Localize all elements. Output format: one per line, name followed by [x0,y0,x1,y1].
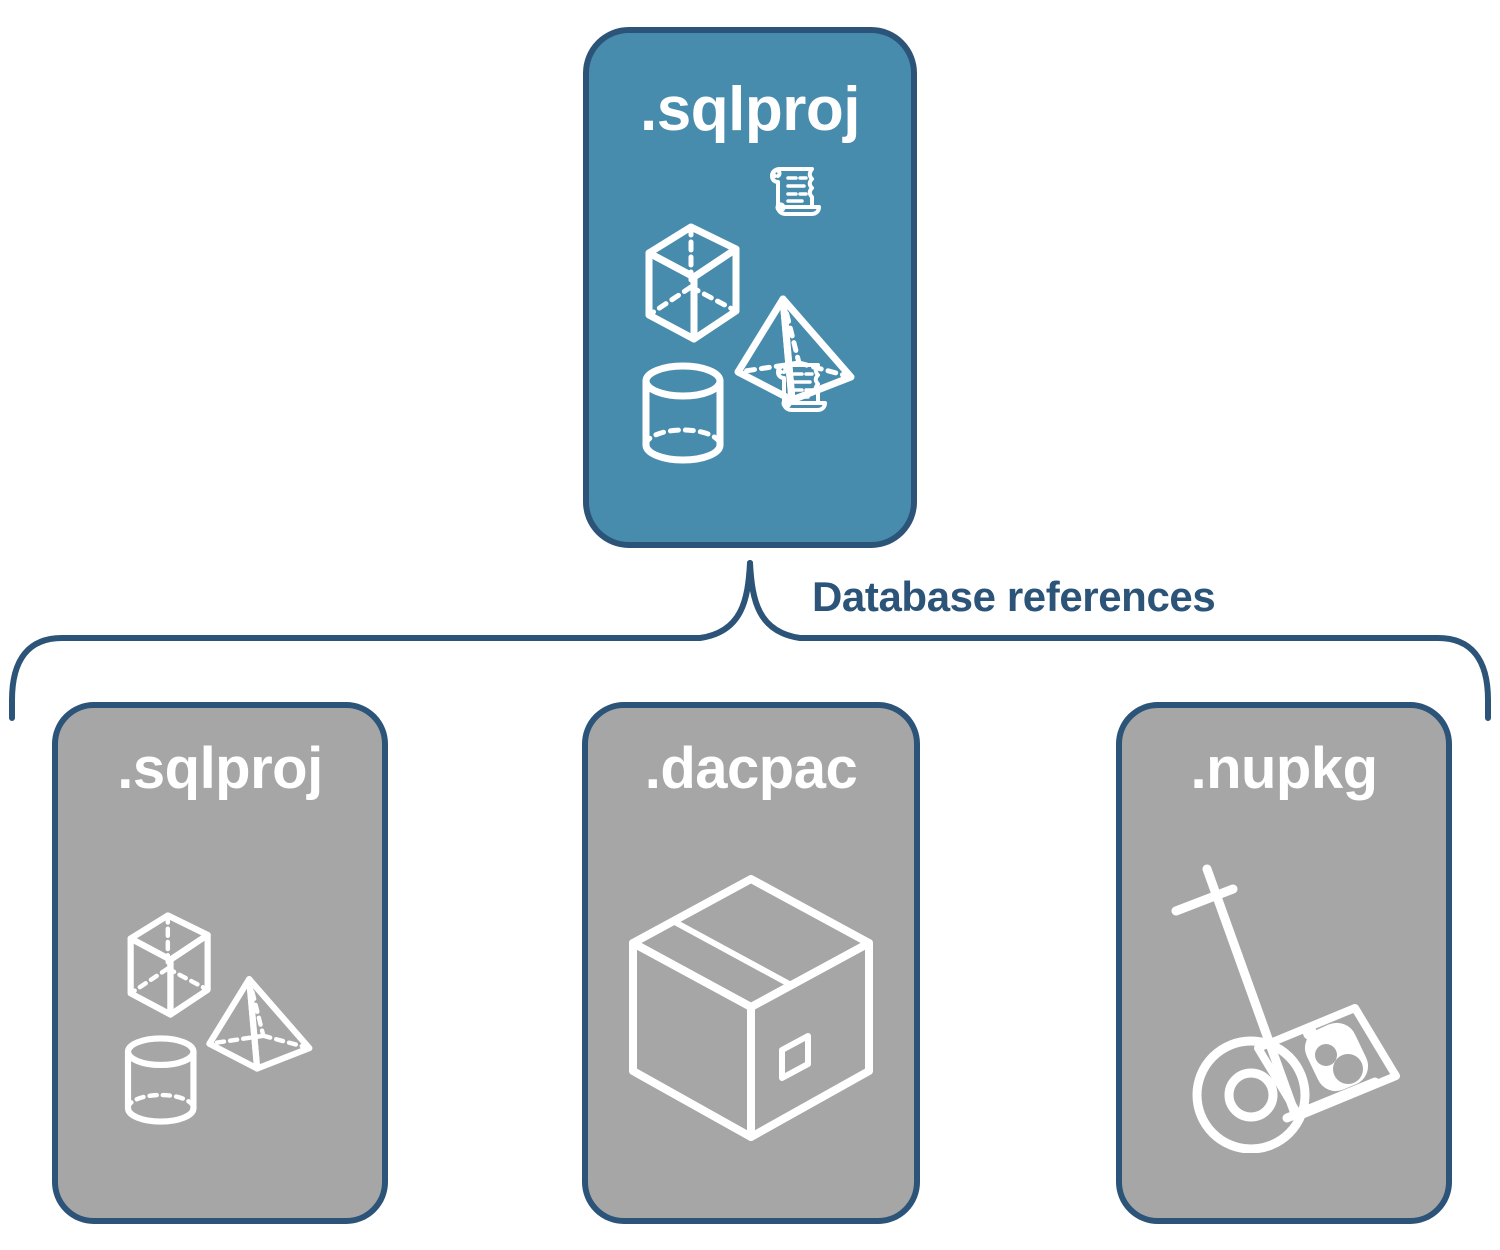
reference-card-nupkg[interactable]: .nupkg [1116,702,1452,1224]
hand-truck-icon [1171,864,1400,1153]
reference-card-dacpac[interactable]: .dacpac [582,702,920,1224]
scroll-icon-top [770,167,821,216]
reference-card-title-dacpac: .dacpac [644,736,858,801]
database-objects-illustration [642,223,855,463]
wireframe-cube-icon [645,223,740,342]
primary-sqlproj-card[interactable]: .sqlproj [583,27,917,548]
scroll-icon-bottom [776,363,827,412]
nuget-package-icon [1254,1004,1400,1120]
reference-card-icon-group-dacpac [588,798,914,1218]
reference-card-title-sqlproj: .sqlproj [117,736,323,801]
shipping-box-icon [629,874,873,1141]
wireframe-pyramid-icon [206,976,313,1072]
wireframe-cylinder-icon [124,1035,197,1125]
primary-card-title: .sqlproj [640,75,860,144]
brace-label: Database references [812,573,1216,620]
reference-card-sqlproj[interactable]: .sqlproj [52,702,388,1224]
wireframe-cube-icon [127,912,211,1018]
wireframe-cylinder-icon [642,362,724,463]
reference-card-title-nupkg: .nupkg [1190,736,1378,801]
database-objects-illustration [124,912,313,1125]
reference-card-icon-group-sqlproj [58,804,382,1218]
reference-card-icon-group-nupkg [1122,798,1446,1218]
primary-card-icon-group [589,137,911,542]
